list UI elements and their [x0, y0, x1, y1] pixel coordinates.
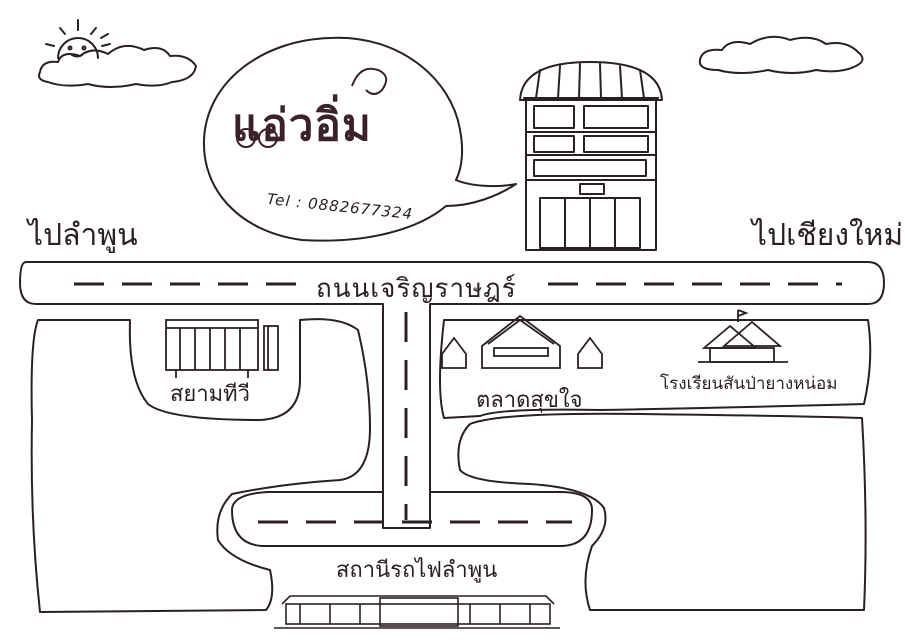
- place-siam-tv: สยามทีวี: [170, 382, 251, 407]
- sun-icon: [45, 19, 111, 59]
- place-station: สถานีรถไฟลำพูน: [336, 558, 498, 583]
- wheel-icon: [258, 128, 278, 148]
- road-name: ถนนเจริญราษฎร์: [316, 274, 517, 304]
- block-mid: [439, 319, 872, 419]
- station-icon: [274, 595, 560, 629]
- tv-building-icon: [165, 319, 279, 378]
- shophouse-icon: [519, 61, 663, 251]
- cloud-icon: [38, 44, 197, 88]
- logo-speech-bubble: [202, 36, 517, 242]
- tel-label: Tel :: [266, 190, 304, 212]
- station-road: [231, 491, 593, 547]
- place-market: ตลาดสุขใจ: [476, 388, 583, 413]
- brand-logo: แอ่วอิ่ม: [232, 100, 372, 151]
- block-right: [457, 412, 867, 611]
- market-icon: [441, 314, 603, 369]
- block-left: [30, 318, 371, 613]
- direction-chiang-mai: ไปเชียงใหม่: [752, 218, 904, 253]
- cloud-icon: [698, 35, 864, 74]
- steam-swirl: [351, 67, 388, 95]
- school-icon: [698, 309, 788, 363]
- direction-lamphun: ไปลำพูน: [28, 218, 138, 253]
- place-school: โรงเรียนสันป่ายางหน่อม: [660, 374, 838, 394]
- wheel-icon: [236, 128, 256, 148]
- main-road: [19, 261, 885, 529]
